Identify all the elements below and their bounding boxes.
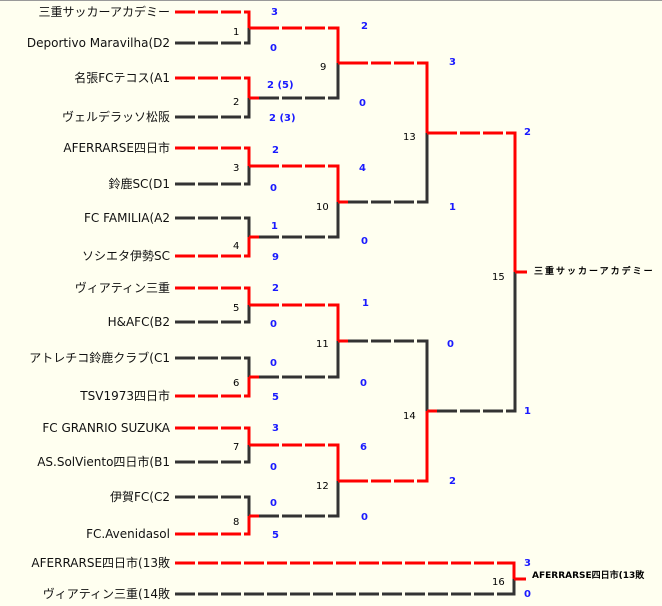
team-label: ヴィアティン三重: [74, 281, 170, 295]
score-top: 1: [362, 298, 369, 309]
score-top: 3: [449, 57, 456, 68]
match-number: 9: [320, 62, 326, 73]
match-number: 3: [233, 163, 239, 174]
third-place-winner-label: AFERRARSE四日市(13敗: [532, 569, 645, 581]
team-label: FC.Avenidasol: [86, 527, 170, 541]
score-top: 3: [271, 7, 278, 18]
score-bottom: 5: [272, 530, 279, 541]
score-bottom: 0: [270, 183, 277, 194]
score-bottom: 1: [524, 406, 531, 417]
team-label: ヴェルデラッソ松阪: [61, 110, 170, 124]
score-top: 2: [524, 127, 531, 138]
score-bottom: 0: [361, 512, 368, 523]
team-label: AS.SolViento四日市(B1: [37, 455, 170, 469]
score-top: 3: [524, 558, 531, 569]
bracket-lines: [175, 10, 527, 596]
match-number: 11: [316, 339, 329, 350]
score-top: 2: [272, 145, 279, 156]
team-label: H&AFC(B2: [107, 315, 170, 329]
match-number: 14: [403, 411, 416, 422]
match-number: 5: [233, 303, 239, 314]
team-label: FC FAMILIA(A2: [84, 211, 170, 225]
team-label: ソシエタ伊勢SC: [82, 249, 170, 263]
score-bottom: 0: [360, 378, 367, 389]
team-label: AFERRARSE四日市: [63, 141, 170, 155]
score-top: 4: [359, 163, 366, 174]
match-number: 2: [233, 97, 239, 108]
match-number: 12: [316, 481, 329, 492]
score-bottom: 0: [359, 98, 366, 109]
champion-label: 三重サッカーアカデミー: [534, 265, 655, 277]
score-bottom: 0: [270, 319, 277, 330]
match-number: 16: [492, 577, 505, 588]
score-top: 0: [447, 339, 454, 350]
team-label: TSV1973四日市: [80, 389, 170, 403]
score-bottom: 0: [270, 43, 277, 54]
team-label: Deportivo Maravilha(D2: [26, 36, 170, 50]
score-top: 2 (5): [267, 80, 294, 91]
score-top: 6: [360, 442, 367, 453]
third-place-team-label: AFERRARSE四日市(13敗: [31, 556, 170, 570]
score-bottom: 0: [270, 462, 277, 473]
team-label: 三重サッカーアカデミー: [38, 5, 170, 19]
score-bottom: 5: [272, 392, 279, 403]
score-top: 0: [270, 498, 277, 509]
score-bottom: 0: [524, 589, 531, 600]
score-top: 3: [272, 423, 279, 434]
team-label: FC GRANRIO SUZUKA: [42, 421, 170, 435]
match-number: 10: [316, 202, 329, 213]
match-number: 13: [403, 132, 416, 143]
score-bottom: 9: [272, 252, 279, 263]
score-top: 2: [272, 283, 279, 294]
match-number: 4: [233, 241, 239, 252]
third-place-team-label: ヴィアティン三重(14敗: [42, 587, 170, 601]
score-bottom: 0: [361, 236, 368, 247]
score-top: 0: [270, 358, 277, 369]
team-label: 名張FCテコス(A1: [74, 71, 170, 85]
score-bottom: 1: [449, 202, 456, 213]
team-label: アトレチコ鈴鹿クラブ(C1: [29, 351, 170, 365]
match-number: 7: [233, 442, 239, 453]
match-number: 6: [233, 378, 239, 389]
bracket-labels: 1 2 3 4 5 6 7 8 9 10 11 12 13 14 15 16 3…: [233, 7, 655, 600]
score-bottom: 2: [449, 476, 456, 487]
score-bottom: 2 (3): [269, 113, 296, 124]
team-label: 伊賀FC(C2: [110, 490, 170, 504]
match-number: 15: [492, 272, 505, 283]
match-number: 8: [233, 517, 239, 528]
score-top: 2: [361, 21, 368, 32]
team-label: 鈴鹿SC(D1: [108, 177, 170, 191]
score-top: 1: [271, 221, 278, 232]
top-border: [0, 0, 662, 1]
match-number: 1: [233, 27, 239, 38]
